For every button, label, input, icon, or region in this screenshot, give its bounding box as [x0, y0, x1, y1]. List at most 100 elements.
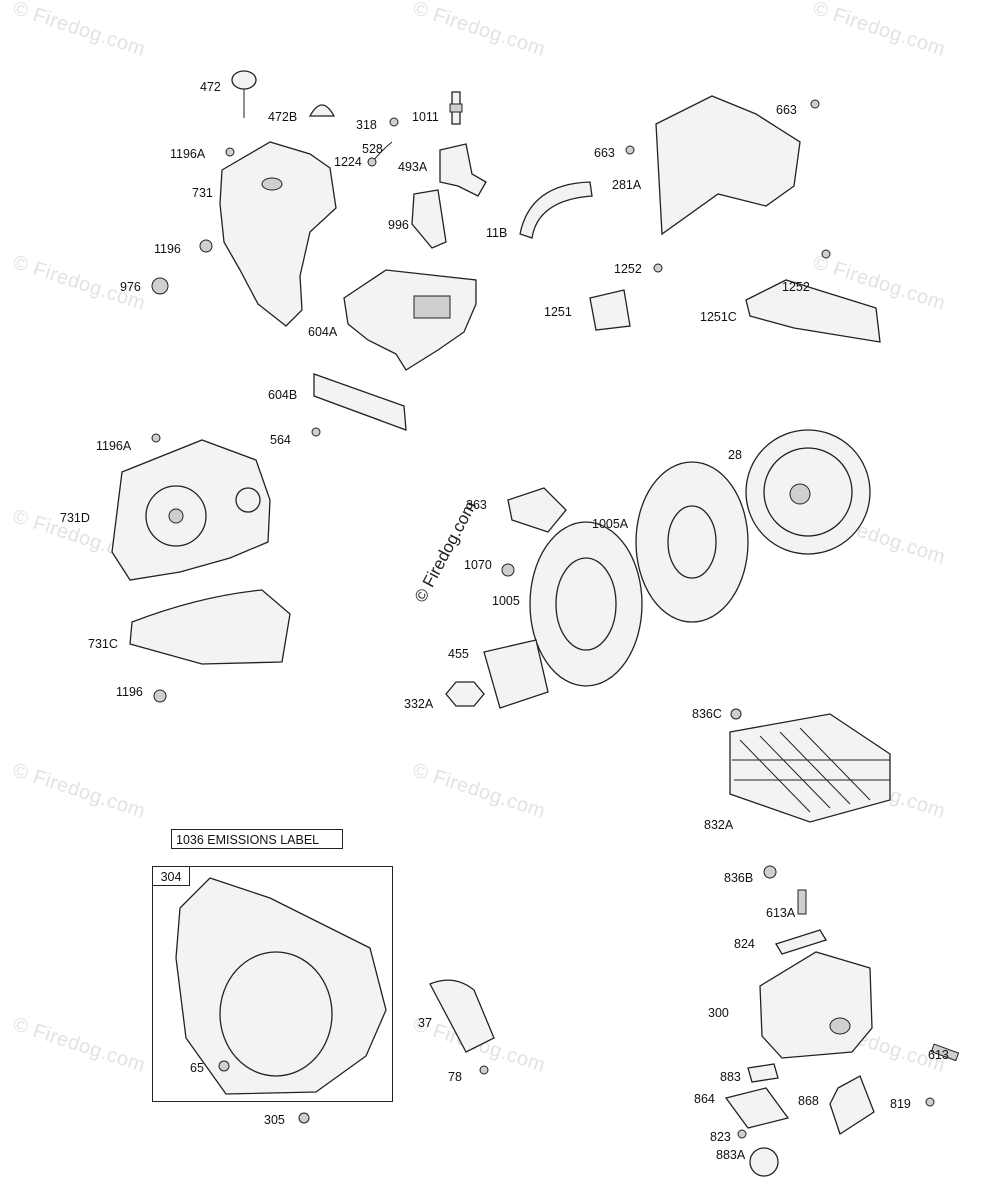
callout-613a: 613A — [766, 906, 796, 920]
callout-864: 864 — [694, 1092, 715, 1106]
part-1196a-screw — [225, 147, 235, 157]
part-332a-nut — [445, 681, 485, 707]
inset-tag: 304 — [152, 866, 190, 886]
part-613a-bolt — [797, 889, 807, 915]
part-1070-nut — [501, 563, 515, 577]
callout-472b: 472B — [268, 110, 298, 124]
callout-363: 363 — [466, 498, 487, 512]
part-823-screw — [737, 1129, 747, 1139]
callout-613: 613 — [928, 1048, 949, 1062]
part-363-bracket — [507, 487, 567, 533]
part-613-bolt — [930, 1043, 960, 1062]
callout-332a: 332A — [404, 697, 434, 711]
part-1252-screw — [821, 249, 831, 259]
callout-305: 305 — [264, 1113, 285, 1127]
callout-1005: 1005 — [492, 594, 520, 608]
part-1196-knob — [199, 239, 213, 253]
part-731d-hub — [168, 508, 184, 524]
part-976-knob — [151, 277, 169, 295]
part-493a-bracket — [439, 143, 487, 197]
callout-731d: 731D — [60, 511, 90, 525]
part-883-gasket — [747, 1063, 779, 1083]
part-564-screw — [311, 427, 321, 437]
callout-1005a: 1005A — [592, 517, 629, 531]
part-836c-screw — [730, 708, 742, 720]
part-996-plate — [411, 189, 447, 249]
part-300-muffler — [759, 951, 873, 1059]
part-65-screw — [218, 1060, 230, 1072]
callout-1196: 1196 — [116, 685, 143, 699]
part-604a-shroud — [343, 269, 477, 371]
callout-604a: 604A — [308, 325, 338, 339]
callout-11b: 11B — [486, 226, 508, 240]
callout-28: 28 — [728, 448, 742, 462]
part-281a-shield — [655, 95, 801, 236]
callout-731: 731 — [192, 186, 213, 200]
part-1251c-baffle — [745, 279, 881, 343]
part-604b-plate — [313, 373, 407, 431]
part-663-screw — [810, 99, 820, 109]
inset-frame — [152, 866, 393, 1102]
callout-1251c: 1251C — [700, 310, 737, 324]
part-472-oil-cap — [231, 70, 257, 118]
callout-819: 819 — [890, 1097, 911, 1111]
callout-836c: 836C — [692, 707, 722, 721]
part-819-screw — [925, 1097, 935, 1107]
part-1196a-screw — [151, 433, 161, 443]
part-731d-port — [235, 487, 261, 513]
part-455-cup — [483, 639, 549, 709]
part-305-screw — [298, 1112, 310, 1124]
callout-1252: 1252 — [782, 280, 810, 294]
part-604a-opening — [413, 295, 451, 319]
callout-300: 300 — [708, 1006, 729, 1020]
callout-564: 564 — [270, 433, 291, 447]
callout-65: 65 — [190, 1061, 204, 1075]
callout-1252: 1252 — [614, 262, 642, 276]
part-836b-screw — [763, 865, 777, 879]
callout-1251: 1251 — [544, 305, 572, 319]
part-472b-cap-seal — [308, 104, 336, 117]
part-731-port — [261, 177, 283, 191]
callout-1196: 1196 — [154, 242, 181, 256]
callout-472: 472 — [200, 80, 221, 94]
callout-824: 824 — [734, 937, 755, 951]
part-11b-tube — [519, 181, 593, 239]
part-300-outlet — [829, 1017, 851, 1035]
callout-996: 996 — [388, 218, 409, 232]
part-832a-guard — [729, 713, 891, 823]
callout-883a: 883A — [716, 1148, 746, 1162]
callout-78: 78 — [448, 1070, 462, 1084]
callout-318: 318 — [356, 118, 377, 132]
callout-493a: 493A — [398, 160, 428, 174]
part-1005-fan-inner — [555, 557, 617, 651]
part-1005a-fan-inner — [667, 505, 717, 579]
callout-836b: 836B — [724, 871, 754, 885]
callout-663: 663 — [776, 103, 797, 117]
callout-37: 37 — [418, 1016, 432, 1030]
callout-1011: 1011 — [412, 110, 439, 124]
callout-883: 883 — [720, 1070, 741, 1084]
callout-868: 868 — [798, 1094, 819, 1108]
part-864-bracket — [724, 1087, 790, 1129]
callout-281a: 281A — [612, 178, 642, 192]
callout-1196a: 1196A — [170, 147, 206, 161]
callout-528: 528 — [362, 142, 383, 156]
part-1251-baffle — [589, 289, 631, 331]
part-663-screw — [625, 145, 635, 155]
callout-976: 976 — [120, 280, 141, 294]
callout-731c: 731C — [88, 637, 118, 651]
part-318-screw — [389, 117, 399, 127]
part-304-opening — [219, 951, 333, 1077]
part-731-blower-housing — [219, 141, 337, 327]
part-1252-screw — [653, 263, 663, 273]
part-1011-spark-plug — [449, 91, 463, 125]
callout-1224: 1224 — [334, 155, 362, 169]
part-37-shield — [429, 979, 495, 1053]
emissions-label-box: 1036 EMISSIONS LABEL — [171, 829, 343, 849]
part-78-screw — [479, 1065, 489, 1075]
callout-1196a: 1196A — [96, 439, 132, 453]
callout-663: 663 — [594, 146, 615, 160]
part-883a-gasket — [749, 1147, 779, 1177]
callout-455: 455 — [448, 647, 469, 661]
